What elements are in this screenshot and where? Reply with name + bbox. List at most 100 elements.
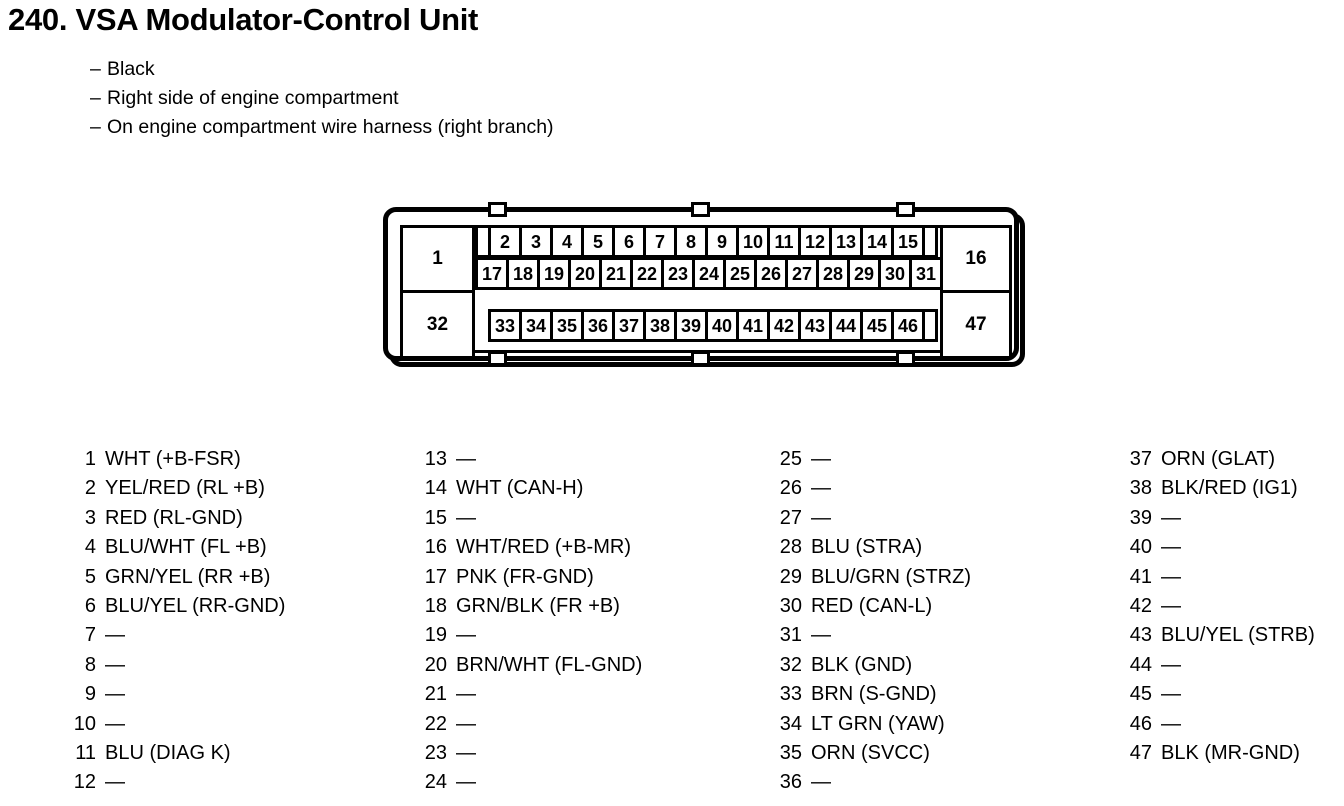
pin-cell-39: 39 bbox=[674, 309, 708, 342]
pin-label: — bbox=[105, 624, 125, 647]
pin-number: 12 bbox=[73, 771, 96, 794]
pin-cell-30: 30 bbox=[878, 257, 912, 290]
pin-label: — bbox=[456, 742, 476, 765]
pin-label: — bbox=[456, 712, 476, 735]
pin-cell-26: 26 bbox=[754, 257, 788, 290]
pin-cell-blank bbox=[922, 309, 938, 342]
pin-number: 2 bbox=[84, 477, 96, 500]
pin-list-item: 8— bbox=[62, 651, 285, 680]
pin-list-item: 27 — bbox=[768, 504, 971, 533]
pin-label: — bbox=[456, 771, 476, 794]
pin-label: — bbox=[1161, 595, 1181, 618]
pin-number: 40 bbox=[1129, 536, 1152, 559]
pin-label: GRN/YEL (RR +B) bbox=[105, 565, 271, 588]
pin-number: 37 bbox=[1129, 448, 1152, 470]
pin-number: 30 bbox=[779, 595, 802, 618]
pin-number: 4 bbox=[84, 536, 96, 559]
pin-number: 28 bbox=[779, 536, 802, 559]
pin-list-item: 40 — bbox=[1118, 533, 1315, 562]
pin-cell-35: 35 bbox=[550, 309, 584, 342]
pin-cell-14: 14 bbox=[860, 225, 894, 258]
pin-label: — bbox=[105, 712, 125, 735]
pin-label: — bbox=[1161, 653, 1181, 676]
pin-cell-28: 28 bbox=[816, 257, 850, 290]
pin-number: 36 bbox=[779, 771, 802, 794]
pin-number: 46 bbox=[1129, 712, 1152, 735]
pin-pad-16: 16 bbox=[940, 225, 1012, 293]
pin-label: — bbox=[456, 506, 476, 529]
pin-cell-21: 21 bbox=[599, 257, 633, 290]
pin-number: 27 bbox=[779, 506, 802, 529]
pin-pad-47: 47 bbox=[940, 290, 1012, 359]
pin-list-item: 26— bbox=[768, 474, 971, 503]
pin-number: 21 bbox=[424, 683, 447, 706]
pin-list-item: 46— bbox=[1118, 710, 1315, 739]
pin-cell-20: 20 bbox=[568, 257, 602, 290]
pin-cell-36: 36 bbox=[581, 309, 615, 342]
pin-label: PNK (FR-GND) bbox=[456, 565, 594, 588]
pin-list-item: 13— bbox=[413, 445, 642, 474]
pin-cell-37: 37 bbox=[612, 309, 646, 342]
pin-cell-42: 42 bbox=[767, 309, 801, 342]
pin-label: — bbox=[105, 683, 125, 706]
pin-list-item: 31— bbox=[768, 621, 971, 650]
pin-cell-12: 12 bbox=[798, 225, 832, 258]
pin-cell-22: 22 bbox=[630, 257, 664, 290]
pin-label: — bbox=[1161, 506, 1181, 529]
bullet-text: Right side of engine compartment bbox=[107, 87, 399, 109]
pin-label: WHT (+B-FSR) bbox=[105, 448, 241, 470]
pin-list-item: 35 ORN (SVCC) bbox=[768, 739, 971, 768]
pin-number: 23 bbox=[424, 742, 447, 765]
pin-number: 35 bbox=[779, 742, 802, 765]
pin-list-item: 15— bbox=[413, 504, 642, 533]
pin-label: — bbox=[456, 448, 476, 470]
pin-cell-8: 8 bbox=[674, 225, 708, 258]
pin-number: 34 bbox=[779, 712, 802, 735]
pin-label: — bbox=[105, 771, 125, 794]
pin-label: BLU/WHT (FL +B) bbox=[105, 536, 267, 559]
pin-pad-32: 32 bbox=[400, 290, 475, 359]
pin-number: 24 bbox=[424, 771, 447, 794]
pin-list-item: 10 — bbox=[62, 710, 285, 739]
pin-list-item: 4 BLU/WHT (FL +B) bbox=[62, 533, 285, 562]
pin-cell-4: 4 bbox=[550, 225, 584, 258]
pin-label: BRN (S-GND) bbox=[811, 683, 937, 706]
pin-label: — bbox=[811, 506, 831, 529]
connector-description-list: –Black–Right side of engine compartment–… bbox=[90, 55, 554, 142]
pin-number: 25 bbox=[779, 448, 802, 470]
pin-number: 6 bbox=[84, 595, 96, 618]
pin-number: 44 bbox=[1129, 653, 1152, 676]
pin-list-item: 42 — bbox=[1118, 592, 1315, 621]
latch-tab-top-right bbox=[896, 202, 915, 217]
pin-cell-15: 15 bbox=[891, 225, 925, 258]
bullet-dash-icon: – bbox=[90, 116, 101, 138]
pin-cell-17: 17 bbox=[475, 257, 509, 290]
pin-label: BLU/GRN (STRZ) bbox=[811, 565, 971, 588]
pin-number: 10 bbox=[73, 712, 96, 735]
pin-number: 11 bbox=[75, 742, 96, 765]
pin-cell-25: 25 bbox=[723, 257, 757, 290]
pin-label: — bbox=[1161, 536, 1181, 559]
pin-label: RED (RL-GND) bbox=[105, 506, 243, 529]
pin-number: 31 bbox=[779, 624, 802, 647]
pin-number: 42 bbox=[1129, 595, 1152, 618]
pin-list-item: 21 — bbox=[413, 680, 642, 709]
pin-cell-44: 44 bbox=[829, 309, 863, 342]
pin-list-item: 24 — bbox=[413, 768, 642, 797]
pin-label: BLK/RED (IG1) bbox=[1161, 477, 1298, 500]
pin-label: — bbox=[456, 683, 476, 706]
pin-label: ORN (SVCC) bbox=[811, 742, 930, 765]
pin-label: BLK (GND) bbox=[811, 653, 913, 676]
